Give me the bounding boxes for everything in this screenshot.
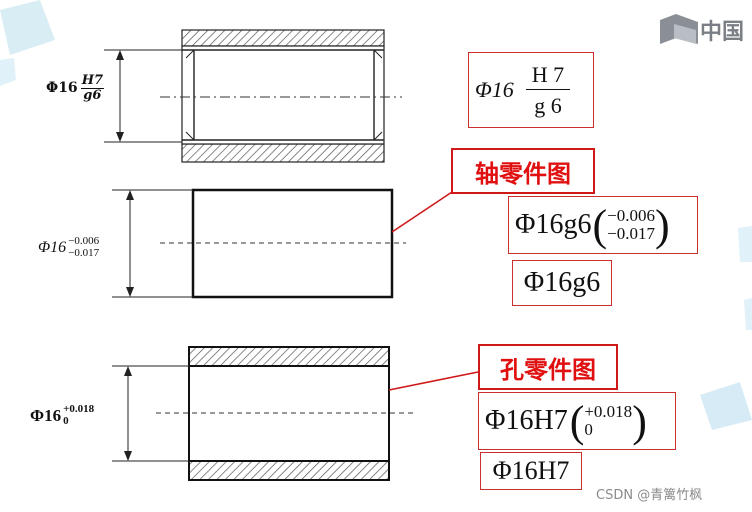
hole-code-box: Φ16H7 (480, 452, 582, 490)
dim-prefix: Φ16 (46, 80, 78, 97)
deco-shape (700, 382, 752, 430)
dim-prefix: Φ16 (30, 405, 62, 425)
logo-text: 中国 (700, 20, 745, 45)
assembly-drawing (104, 29, 402, 163)
fit-denominator: g6 (83, 87, 102, 103)
shaft-code-box: Φ16g6 (512, 260, 612, 306)
hole-dimension-label: Φ16 +0.018 0 (30, 403, 95, 427)
fit-box-prefix: Φ16 (475, 77, 514, 102)
shaft-spec-upper: −0.006 (607, 206, 655, 226)
fit-numerator: H7 (80, 73, 105, 89)
logo-icon (660, 14, 698, 44)
assembly-dimension-label: Φ16 H7 g6 (46, 73, 105, 103)
dim-prefix: Φ16 (38, 238, 67, 256)
shaft-leader-line (391, 187, 459, 233)
assembly-fit-box: Φ16 H 7 g 6 (468, 52, 594, 128)
shaft-spec-lower: −0.017 (607, 224, 655, 243)
hole-drawing (112, 346, 479, 481)
hole-spec-lower: 0 (584, 420, 593, 439)
hole-spec-prefix: Φ16H7 (485, 405, 568, 436)
lower-deviation: 0 (63, 414, 69, 427)
hole-spec-upper: +0.018 (584, 402, 633, 422)
upper-deviation: +0.018 (63, 403, 95, 415)
fit-box-numerator: H 7 (525, 63, 571, 90)
lower-deviation: −0.017 (68, 246, 100, 259)
fit-box-denominator: g 6 (534, 92, 562, 118)
hole-leader-line (388, 371, 479, 391)
shaft-spec-box: Φ16g6 ( −0.006 −0.017 ) (508, 196, 698, 254)
shaft-dimension-label: Φ16 −0.006 −0.017 (38, 235, 100, 259)
shaft-spec-prefix: Φ16g6 (515, 209, 592, 240)
hole-spec-box: Φ16H7 ( +0.018 0 ) (478, 392, 676, 450)
shaft-drawing (112, 187, 459, 299)
deco-shape (744, 298, 752, 330)
deco-shape (738, 226, 752, 262)
hole-part-drawing-callout: 孔零件图 (478, 344, 618, 390)
deco-shape (0, 0, 55, 55)
watermark-text: CSDN @青篱竹枫 (596, 488, 703, 503)
shaft-part-drawing-callout: 轴零件图 (451, 148, 595, 194)
deco-shape (0, 58, 16, 86)
upper-deviation: −0.006 (68, 235, 100, 247)
